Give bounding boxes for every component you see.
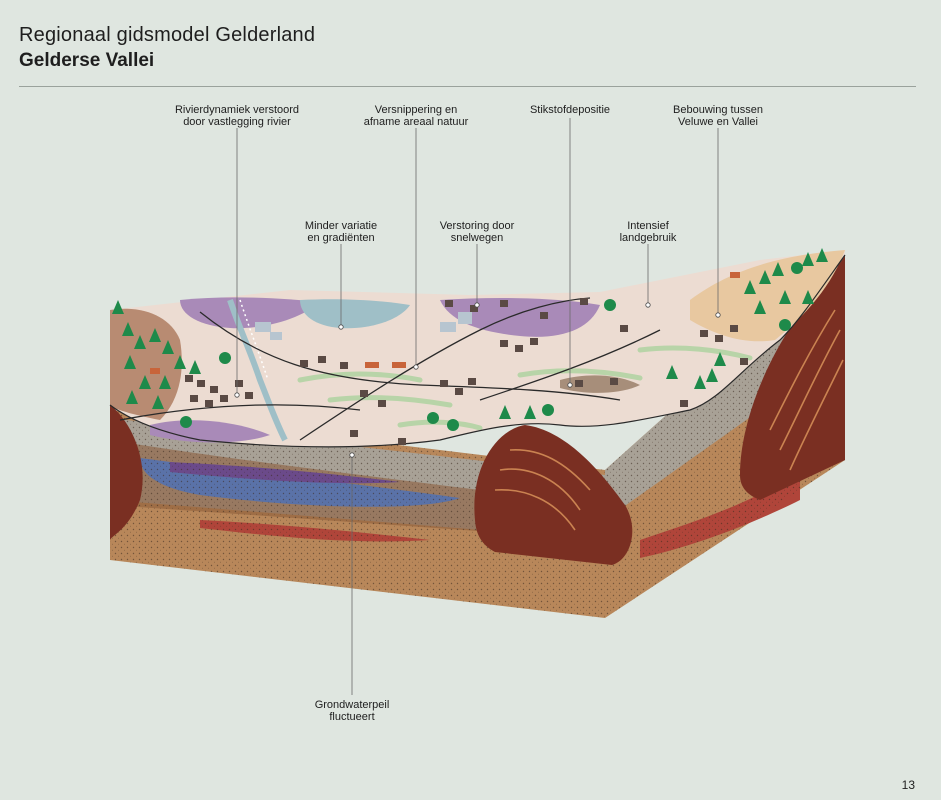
ridge-left xyxy=(110,405,143,540)
nature-area xyxy=(440,297,600,337)
annotation-minder-variatie: Minder variatie en gradiënten xyxy=(304,220,378,244)
buildings xyxy=(185,298,748,445)
header: Regionaal gidsmodel Gelderland Gelderse … xyxy=(19,22,315,74)
ridge-right xyxy=(740,255,845,500)
page-title: Regionaal gidsmodel Gelderland xyxy=(19,24,316,46)
annotation-bebouwing: Bebouwing tussen Veluwe en Vallei xyxy=(673,104,763,128)
lake xyxy=(300,299,410,329)
annotation-rivierdynamiek: Rivierdynamiek verstoord door vastleggin… xyxy=(174,104,300,128)
nature-area xyxy=(150,420,270,443)
ridge-center xyxy=(474,425,633,565)
hill-right xyxy=(690,250,845,342)
annotation-versnippering: Versnippering en afname areaal natuur xyxy=(363,104,469,128)
leader-lines xyxy=(236,118,719,695)
industrial-buildings xyxy=(255,312,472,340)
page-subtitle: Gelderse Vallei xyxy=(19,50,155,71)
farm-buildings xyxy=(150,272,740,374)
annotation-intensief-landgebruik: Intensief landgebruik xyxy=(619,220,677,244)
header-divider xyxy=(19,86,916,87)
landscape-surface xyxy=(109,250,846,448)
annotation-stikstofdepositie: Stikstofdepositie xyxy=(529,104,611,116)
annotation-grondwaterpeil: Grondwaterpeil fluctueert xyxy=(314,699,390,723)
river xyxy=(227,299,288,442)
nature-area xyxy=(180,297,320,329)
trees xyxy=(112,248,828,431)
hill-left xyxy=(110,308,182,420)
annotation-verstoring-snelwegen: Verstoring door snelwegen xyxy=(439,220,515,244)
soil-front-face xyxy=(110,410,605,618)
page-number: 13 xyxy=(901,778,915,792)
